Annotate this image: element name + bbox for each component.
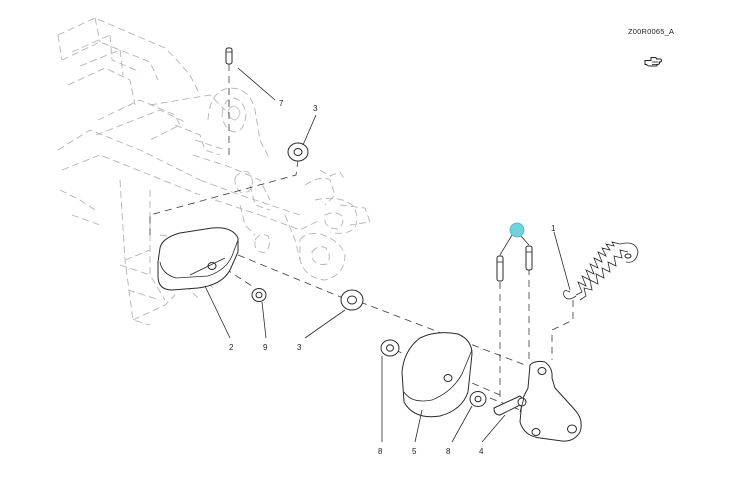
part-tension-spring[interactable] <box>563 241 639 301</box>
callout-2[interactable]: 2 <box>229 343 234 352</box>
part-lever-plate[interactable] <box>493 360 582 442</box>
callout-8-left[interactable]: 8 <box>378 447 383 456</box>
callout-1[interactable]: 1 <box>551 224 556 233</box>
part-washer-upper[interactable] <box>287 142 309 162</box>
callout-4[interactable]: 4 <box>479 447 484 456</box>
part-washer-left[interactable] <box>380 339 400 357</box>
pointing-hand-icon[interactable] <box>644 55 662 68</box>
callout-5[interactable]: 5 <box>412 447 417 456</box>
callout-3-lower[interactable]: 3 <box>297 343 302 352</box>
hotspot-marker-icon[interactable] <box>509 222 525 238</box>
part-roll-pin-top[interactable] <box>225 47 233 65</box>
part-washer-middle[interactable] <box>340 289 364 311</box>
part-roller-block[interactable] <box>401 332 473 418</box>
callout-7[interactable]: 7 <box>279 99 284 108</box>
ghost-frame <box>57 17 371 326</box>
callout-9[interactable]: 9 <box>263 343 268 352</box>
part-roll-pins-pair[interactable] <box>496 234 533 282</box>
callout-8-right[interactable]: 8 <box>446 447 451 456</box>
part-cam-block[interactable] <box>157 227 239 291</box>
drawing-code: Z00R0065_A <box>628 27 675 36</box>
part-washer-small[interactable] <box>251 288 267 302</box>
callout-3-upper[interactable]: 3 <box>313 104 318 113</box>
part-washer-right[interactable] <box>469 391 487 407</box>
callouts: 7 3 2 9 3 1 8 5 8 4 <box>229 99 556 456</box>
leader-lines <box>204 67 571 443</box>
